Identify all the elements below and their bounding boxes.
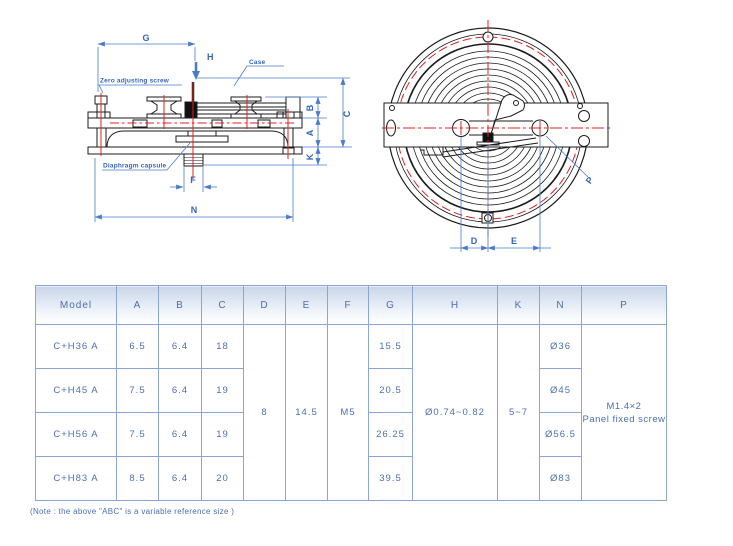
cell-c: 18 [201,324,244,369]
front-view-centerlines [382,20,611,237]
side-view: G H B A K C F N Zero adjusting screw Cas… [87,33,352,222]
col-header-p: P [581,285,667,325]
cell-g: 15.5 [368,324,413,369]
cell-c: 20 [201,456,244,501]
technical-drawing: G H B A K C F N Zero adjusting screw Cas… [87,20,611,252]
cell-a: 7.5 [116,412,159,457]
dim-label-d: D [471,236,478,246]
h-arrow-icon [192,62,200,80]
col-header-n: N [539,285,582,325]
table-row: C+H83 A 8.5 6.4 20 39.5 Ø83 [35,456,667,501]
label-zero-adjusting-screw: Zero adjusting screw [100,78,170,85]
cell-f-merged: M5 [327,324,369,501]
cell-h-merged: Ø0.74~0.82 [412,324,498,501]
col-header-e: E [285,285,328,325]
cell-b: 6.4 [158,368,202,413]
label-diaphragm-capsule: Diaphragm capsule [103,163,167,170]
cell-model: C+H45 A [35,368,117,413]
dim-label-a: A [305,129,315,136]
col-header-a: A [116,285,159,325]
dim-label-e: E [511,236,517,246]
dim-label-h: H [207,52,214,62]
cell-a: 6.5 [116,324,159,369]
col-header-model: Model [35,285,117,325]
cell-p-merged: M1.4×2 Panel fixed screw [581,324,667,501]
col-header-c: C [201,285,244,325]
dim-label-f: F [190,175,196,185]
cell-g: 26.25 [368,412,413,457]
cell-g: 20.5 [368,368,413,413]
front-view-dimensions [450,135,589,252]
cell-d-merged: 8 [243,324,286,501]
p-line2: Panel fixed screw [582,413,666,425]
cell-a: 8.5 [116,456,159,501]
side-view-dimensions [94,41,352,222]
cell-n: Ø36 [539,324,582,369]
cell-b: 6.4 [158,324,202,369]
dim-label-g: G [142,33,149,43]
label-case: Case [249,59,266,66]
col-header-g: G [368,285,413,325]
cell-b: 6.4 [158,412,202,457]
p-line1: M1.4×2 [606,400,642,412]
table-header-row: Model A B C D E F G H K N P [35,285,667,325]
col-header-h: H [412,285,498,325]
table-row: C+H36 A 6.5 6.4 18 8 14.5 M5 15.5 Ø0.74~… [35,324,667,501]
cell-model: C+H83 A [35,456,117,501]
dim-label-k: K [305,153,315,160]
dim-label-p: P [584,175,596,186]
col-header-f: F [327,285,369,325]
footnote: (Note : the above "ABC" is a variable re… [30,507,235,516]
table-row: C+H56 A 7.5 6.4 19 26.25 Ø56.5 [35,412,667,457]
cell-b: 6.4 [158,456,202,501]
dim-label-b: B [305,104,315,111]
cell-n: Ø45 [539,368,582,413]
side-view-centerlines [100,82,296,179]
dim-label-n: N [191,205,198,215]
col-header-b: B [158,285,202,325]
side-view-outline [87,82,303,167]
cell-n: Ø83 [539,456,582,501]
cell-model: C+H36 A [35,324,117,369]
spec-table: Model A B C D E F G H K N P C+H36 A 6.5 … [35,285,667,501]
front-view: D E P [382,20,611,252]
col-header-d: D [243,285,286,325]
cell-k-merged: 5~7 [497,324,540,501]
cell-a: 7.5 [116,368,159,413]
cell-model: C+H56 A [35,412,117,457]
cell-c: 19 [201,368,244,413]
dim-label-c: C [342,110,352,117]
cell-n: Ø56.5 [539,412,582,457]
cell-e-merged: 14.5 [285,324,328,501]
col-header-k: K [497,285,540,325]
cell-c: 19 [201,412,244,457]
cell-g: 39.5 [368,456,413,501]
